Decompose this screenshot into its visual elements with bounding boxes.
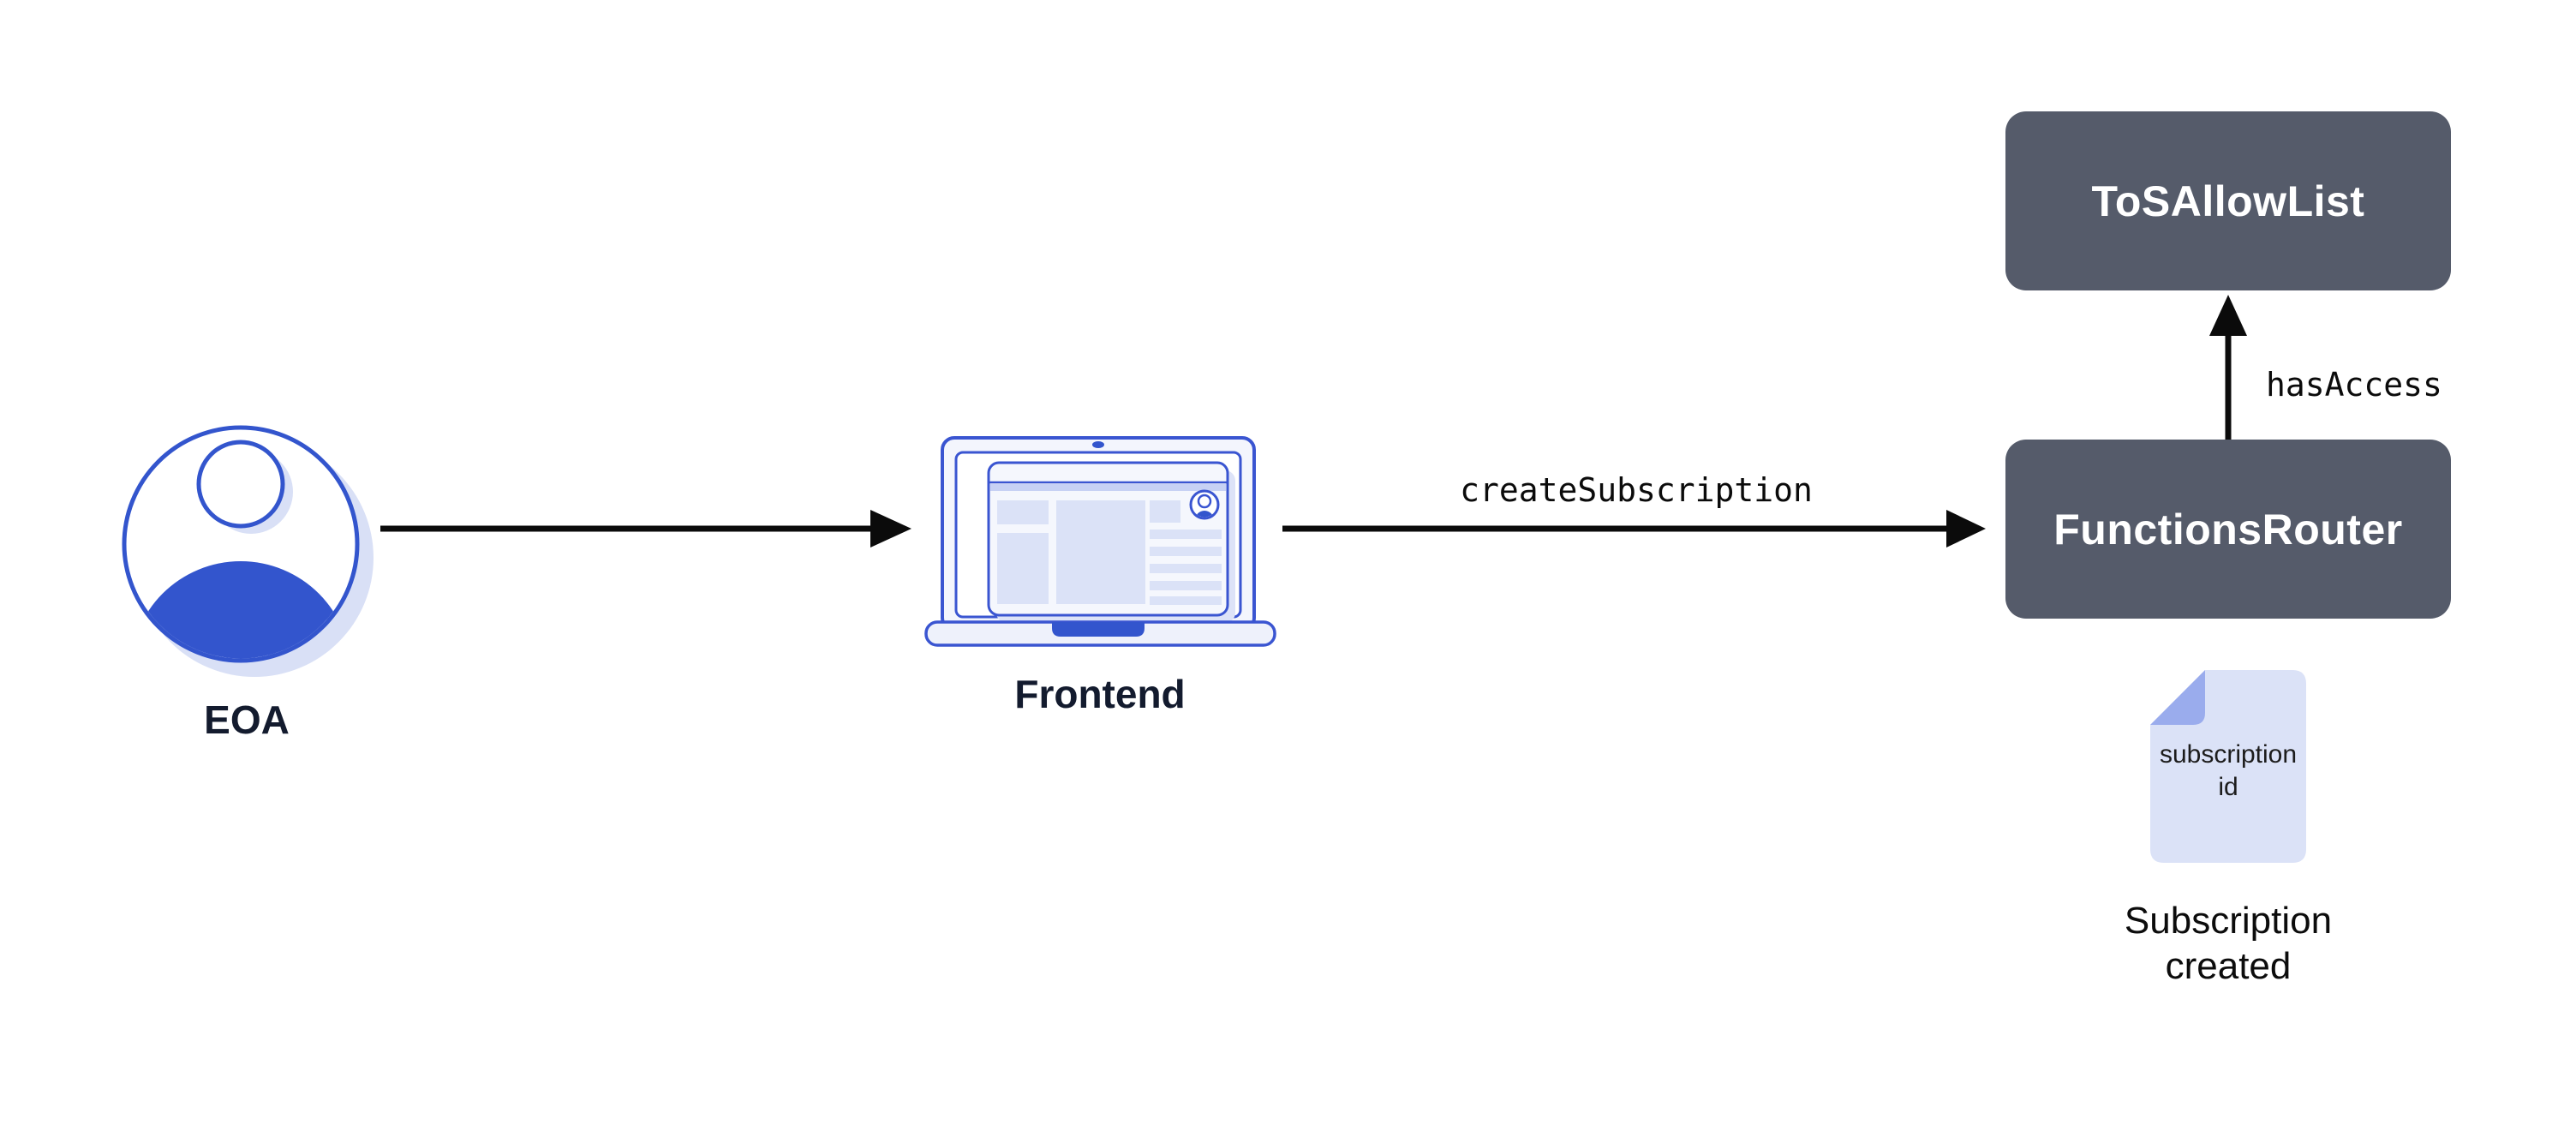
tosallowlist-label: ToSAllowList [2091,177,2365,225]
arrowhead-up-icon [2209,295,2247,336]
edge-frontend-to-functionsrouter [1282,510,1986,548]
avatar-body [130,561,351,659]
document-icon [2150,670,2306,863]
avatar-head [196,440,285,529]
browser-toolbar-strip [990,484,1226,491]
functionsrouter-label: FunctionsRouter [2053,505,2403,554]
laptop-notch [1052,622,1145,637]
browser-user-icon [1189,489,1220,520]
node-tosallowlist: ToSAllowList [2005,111,2451,290]
edge-functionsrouter-to-tosallowlist [2209,295,2247,440]
frontend-label: Frontend [1014,672,1186,716]
edge-label-createsubscription: createSubscription [1460,471,1813,509]
user-avatar-icon [122,425,374,677]
arrowhead-right-icon [870,510,911,548]
edge-label-hasaccess: hasAccess [2266,366,2442,404]
document-fold [2150,670,2205,725]
camera-dot-icon [1092,441,1104,448]
document-text: subscription id [2159,740,2298,801]
subscription-created-caption: Subscription created [2124,900,2333,987]
laptop-icon [924,436,1276,647]
edge-eoa-to-frontend [380,510,911,548]
node-functionsrouter: FunctionsRouter [2005,440,2451,619]
browser-content-blocks [997,500,1222,605]
eoa-label: EOA [204,697,290,742]
arrowhead-right-icon [1946,510,1986,548]
